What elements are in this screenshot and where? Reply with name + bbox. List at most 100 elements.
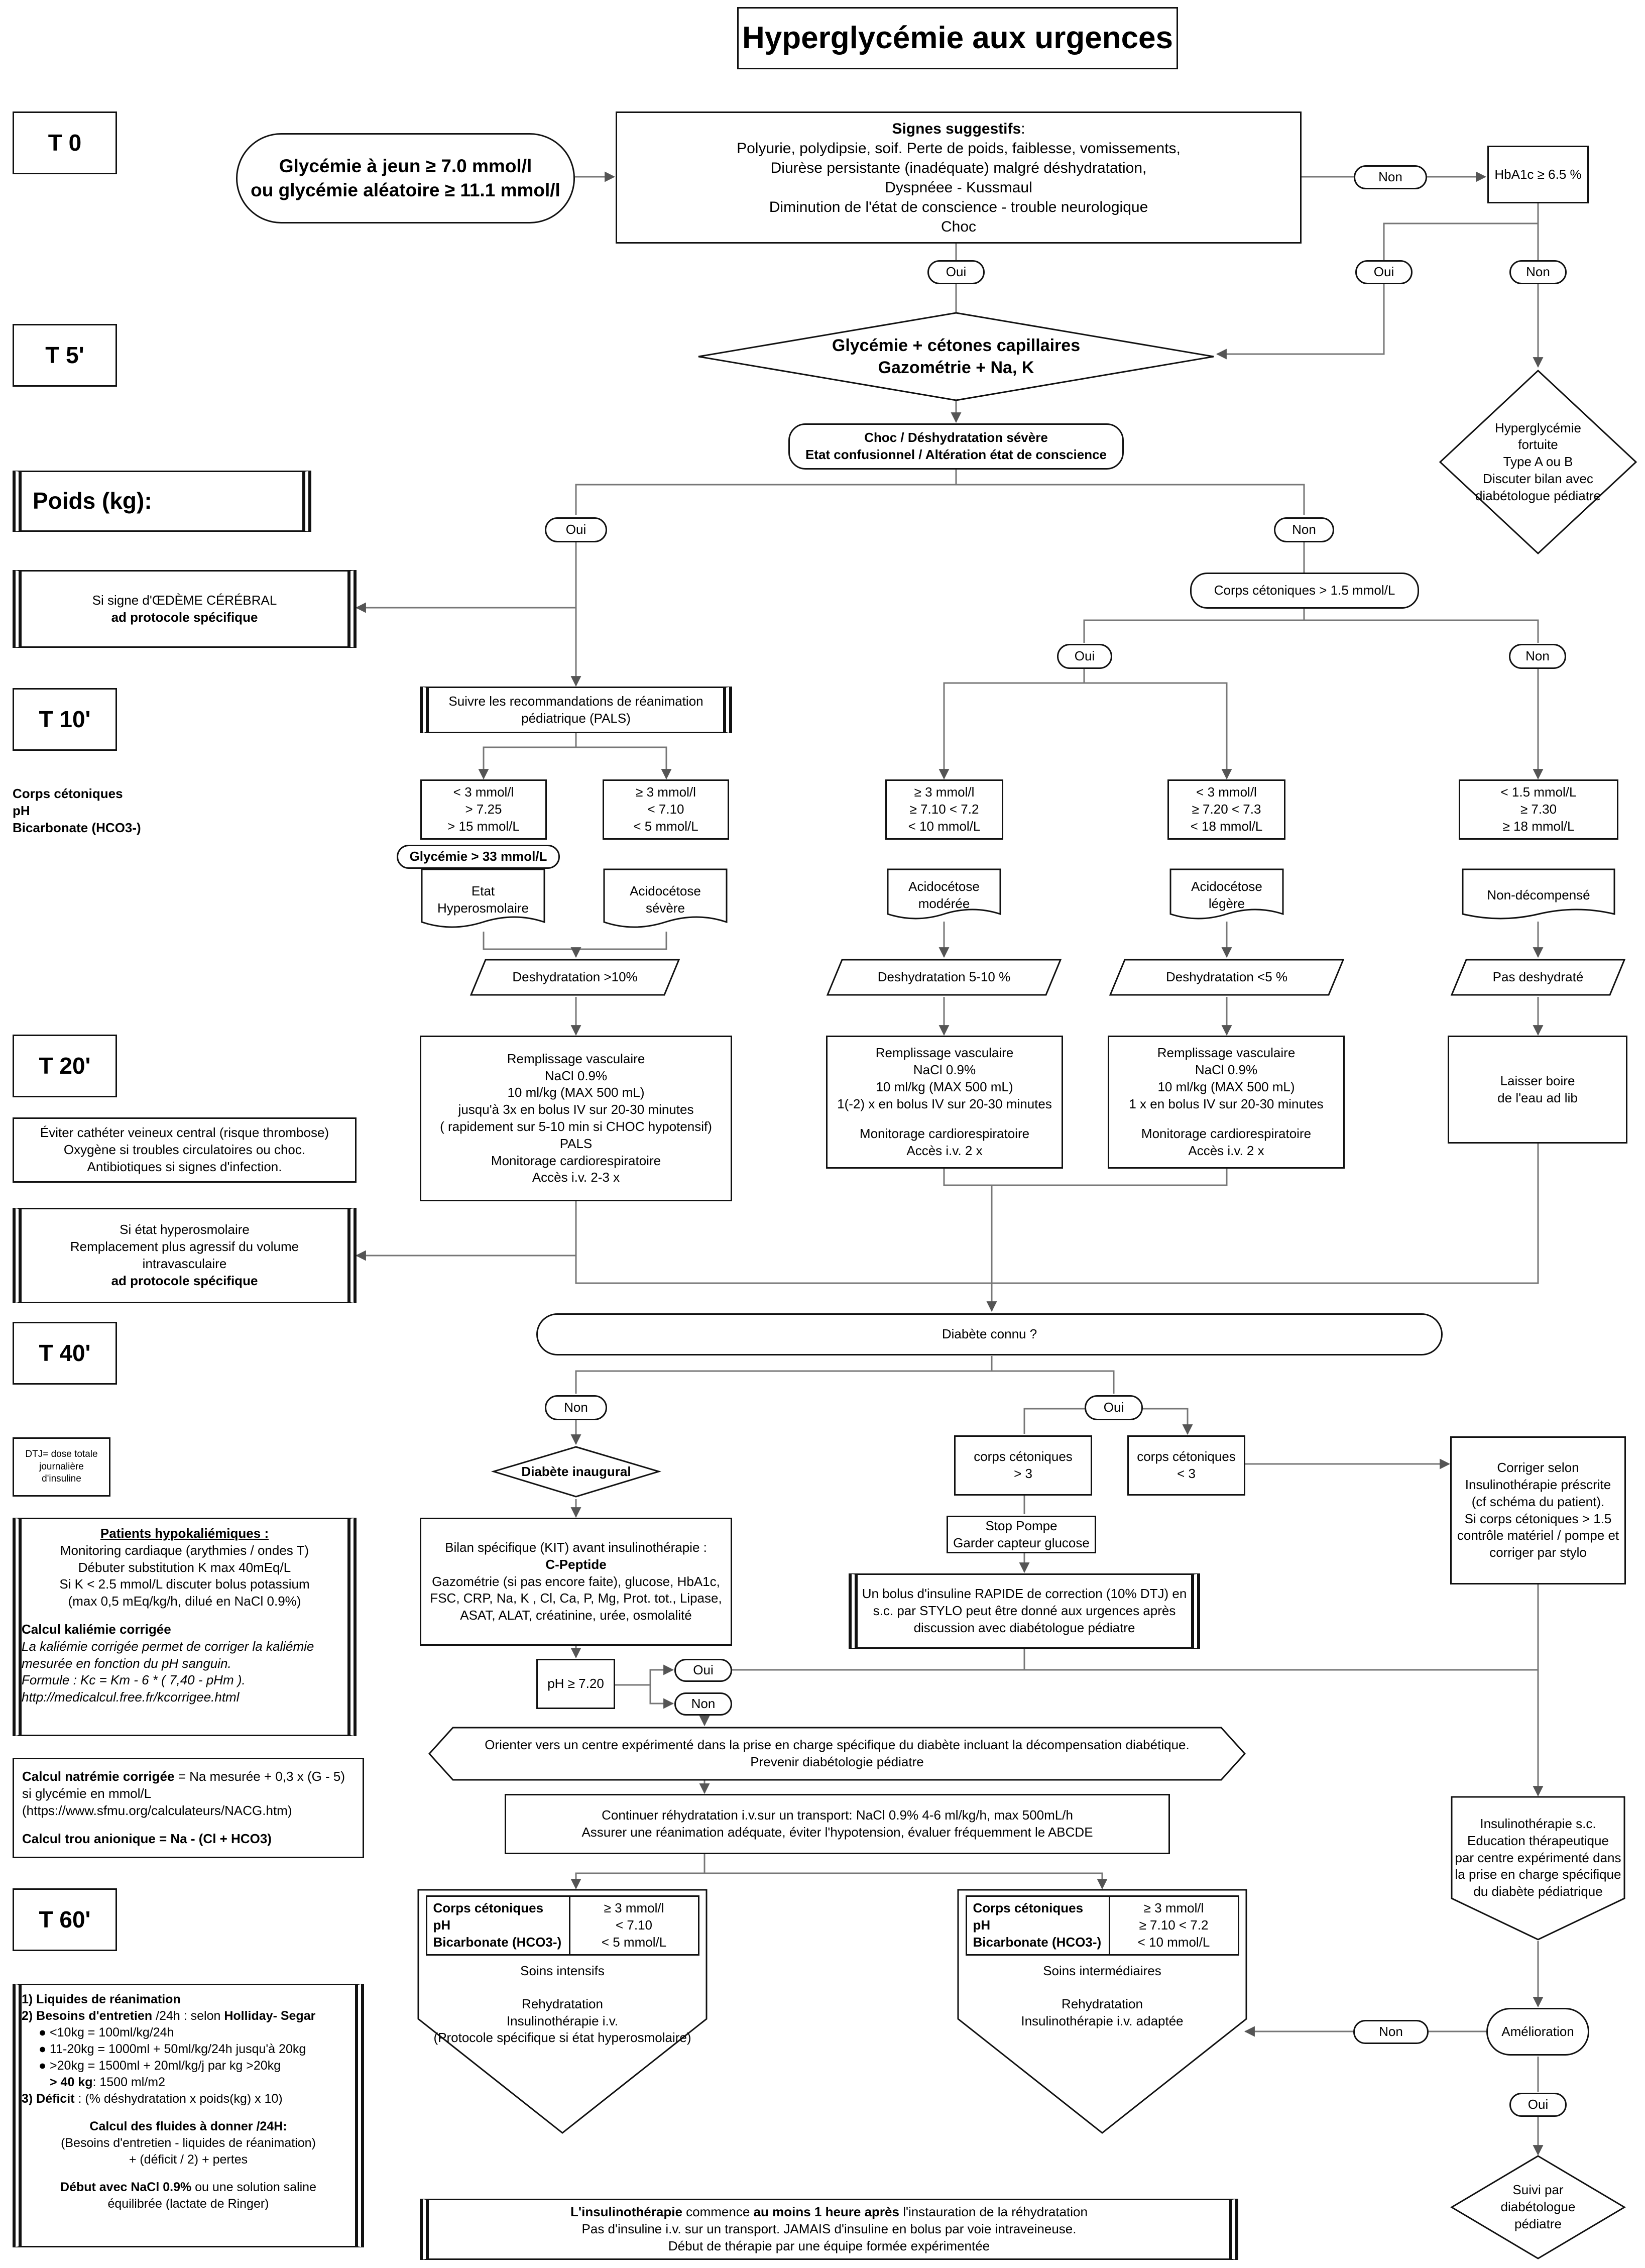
insulino-line: la prise en charge spécifique: [1455, 1867, 1621, 1882]
bolus-line: s.c. par STYLO peut être donné aux urgen…: [873, 1603, 1176, 1619]
fluids-start: ou une solution saline: [191, 2180, 316, 2194]
remp-line: 10 ml/kg (MAX 500 mL): [507, 1085, 645, 1100]
insulin-note-text: commence: [682, 2204, 754, 2220]
crit-value: < 10 mmol/L: [908, 818, 981, 834]
choc-yes: Oui: [545, 517, 607, 542]
pent-value: ≥ 7.10 < 7.2: [1139, 1917, 1209, 1933]
rehydr-line: Continuer réhydratation i.v.sur un trans…: [602, 1807, 1073, 1823]
capillary-line-1: Glycémie + cétones capillaires: [832, 335, 1081, 355]
stop-line: Garder capteur glucose: [953, 1535, 1090, 1550]
cetones-gt3: corps cétoniques > 3: [954, 1435, 1092, 1496]
cetones-lt3: corps cétoniques < 3: [1127, 1435, 1245, 1496]
cet-line: corps cétoniques: [974, 1449, 1073, 1464]
remp-line: 10 ml/kg (MAX 500 mL): [1157, 1079, 1295, 1094]
fluids-bullet: <10kg = 100ml/kg/24h: [50, 2025, 174, 2039]
fluids-calc-title: Calcul des fluides à donner /24H:: [89, 2119, 287, 2133]
remp-line: Accès i.v. 2-3 x: [532, 1170, 620, 1185]
punched-card-shape: [887, 868, 1001, 920]
suivi-line: diabétologue: [1500, 2199, 1576, 2215]
kaliemie-title: Calcul kaliémie corrigée: [22, 1621, 171, 1637]
hypok-title: Patients hypokaliémiques :: [100, 1526, 269, 1541]
remp-line: Monitorage cardiorespiratoire: [859, 1126, 1030, 1142]
remplissage-c: Remplissage vasculaire NaCl 0.9% 10 ml/k…: [1108, 1036, 1345, 1169]
signs-line-5: Choc: [941, 218, 977, 235]
pent-line: Rehydratation: [1062, 1996, 1143, 2011]
timeline-t0: T 0: [13, 111, 117, 174]
inaugural-diamond: Diabète inaugural: [491, 1445, 662, 1498]
criteria-legere: < 3 mmol/l ≥ 7.20 < 7.3 < 18 mmol/L: [1167, 779, 1285, 840]
fluids-heading: 3) Déficit: [22, 2092, 75, 2106]
start-line-2: ou glycémie aléatoire ≥ 11.1 mmol/l: [251, 180, 560, 200]
diamond-shape: [491, 1446, 662, 1498]
kaliemie-line: Formule : Kc = Km - 6 * ( 7,40 - pHm ).: [22, 1672, 246, 1688]
corriger-line: corriger par stylo: [1489, 1545, 1587, 1560]
capillary-diamond: Glycémie + cétones capillaires Gazométri…: [697, 311, 1215, 402]
fortuite-diamond: Hyperglycémie fortuite Type A ou B Discu…: [1439, 369, 1637, 555]
remp-line: Monitorage cardiorespiratoire: [491, 1153, 661, 1168]
eviter-line: Antibiotiques si signes d'infection.: [87, 1159, 282, 1174]
remp-line: jusqu'à 3x en bolus IV sur 20-30 minutes: [458, 1102, 694, 1117]
natremie-link[interactable]: (https://www.sfmu.org/calculateurs/NACG.…: [22, 1803, 292, 1818]
state-line: Hyperosmolaire: [437, 900, 529, 916]
fortuite-line-5: diabétologue pédiatre: [1475, 488, 1601, 503]
dtj-line: DTJ= dose totale: [25, 1448, 98, 1459]
insulino-sc-pentagon: Insulinothérapie s.c. Education thérapeu…: [1450, 1795, 1626, 1941]
dtj-line: d'insuline: [42, 1473, 81, 1485]
deshy-label: Deshydratation <5 %: [1165, 969, 1288, 985]
diabete-no: Non: [545, 1395, 607, 1420]
stop-pompe: Stop Pompe Garder capteur glucose: [947, 1516, 1096, 1553]
bilan-line: Bilan spécifique (KIT) avant insulinothé…: [445, 1540, 707, 1555]
rehydr-box: Continuer réhydratation i.v.sur un trans…: [505, 1794, 1170, 1854]
amelioration-no: Non: [1353, 2020, 1429, 2044]
timeline-t10: T 10': [13, 688, 117, 751]
pent-line: (Protocole spécifique si état hyperosmol…: [433, 2030, 691, 2046]
boire-box: Laisser boire de l'eau ad lib: [1448, 1036, 1627, 1144]
cetones-box: Corps cétoniques > 1.5 mmol/L: [1190, 573, 1419, 609]
deshy-d: Pas deshydraté: [1450, 958, 1626, 996]
stop-line: Stop Pompe: [985, 1518, 1058, 1533]
remp-line: 10 ml/kg (MAX 500 mL): [876, 1079, 1013, 1094]
remp-line: NaCl 0.9%: [913, 1062, 976, 1077]
state-hyperosm: Etat Hyperosmolaire: [420, 868, 546, 932]
pals-line-1: Suivre les recommandations de réanimatio…: [448, 693, 703, 709]
diamond-shape: [1450, 2155, 1626, 2259]
crit-value: < 1.5 mmol/L: [1500, 784, 1577, 800]
kaliemie-link[interactable]: http://medicalcul.free.fr/kcorrigee.html: [22, 1689, 240, 1705]
pentagon-shape: [957, 1889, 1247, 2134]
hba1c-no: Non: [1509, 260, 1567, 284]
state-line: Acidocétose: [630, 883, 701, 899]
criteria-nondec: < 1.5 mmol/L ≥ 7.30 ≥ 18 mmol/L: [1459, 779, 1618, 840]
insulin-note-bold: au moins 1 heure après: [753, 2204, 899, 2220]
boire-line: de l'eau ad lib: [1497, 1090, 1578, 1105]
eviter-line: Éviter cathéter veineux central (risque …: [40, 1125, 329, 1141]
deshy-label: Pas deshydraté: [1492, 969, 1584, 985]
hexagon-shape: [428, 1727, 1246, 1781]
pent-line: Rehydratation: [522, 1996, 603, 2011]
cet-line: > 3: [1014, 1466, 1032, 1481]
pent-label: Corps cétoniques: [433, 1900, 544, 1916]
note-line: intravasculaire: [142, 1256, 227, 1271]
suivi-line: pédiatre: [1514, 2216, 1562, 2231]
crit-value: ≥ 7.30: [1520, 802, 1557, 817]
fluids-bullet: 11-20kg = 1000ml + 50ml/kg/24h jusqu'à 2…: [50, 2042, 306, 2056]
fluids-heading: 2) Besoins d'entretien: [22, 2009, 153, 2023]
pent-line: Insulinothérapie i.v.: [506, 2013, 619, 2028]
diamond-shape: [1439, 369, 1637, 555]
pent-line: Soins intensifs: [520, 1963, 605, 1978]
fluids-text: /24h : selon: [152, 2009, 224, 2023]
pent-value: < 7.10: [615, 1917, 652, 1933]
natremie-line: si glycémie en mmol/L: [22, 1786, 152, 1801]
remp-line: NaCl 0.9%: [544, 1068, 608, 1083]
pent-label: Bicarbonate (HCO3-): [973, 1934, 1102, 1950]
state-moderee: Acidocétose modérée: [886, 868, 1002, 923]
poids-field[interactable]: Poids (kg):: [13, 471, 311, 532]
choc-no: Non: [1274, 517, 1334, 542]
remplissage-a: Remplissage vasculaire NaCl 0.9% 10 ml/k…: [420, 1036, 732, 1201]
fluids-bullet: : 1500 ml/m2: [92, 2075, 165, 2089]
crit-value: < 3 mmol/l: [453, 784, 514, 800]
cet-line: < 3: [1177, 1466, 1196, 1481]
remp-line: Accès i.v. 2 x: [906, 1143, 983, 1159]
eviter-line: Oxygène si troubles circulatoires ou cho…: [63, 1142, 306, 1158]
hyperosm-note: Si état hyperosmolaire Remplacement plus…: [13, 1208, 357, 1303]
bolus-box: Un bolus d'insuline RAPIDE de correction…: [849, 1573, 1200, 1649]
